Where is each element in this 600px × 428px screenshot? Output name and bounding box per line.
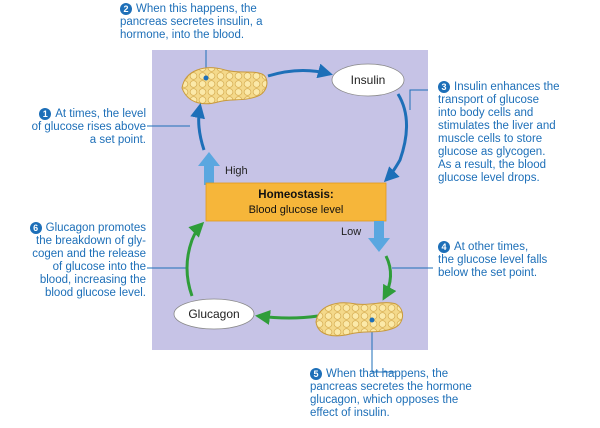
pancreas-icon: [181, 67, 268, 105]
note-3: 3 Insulin enhances the transport of gluco…: [438, 81, 600, 185]
homeostasis-title: Homeostasis:: [258, 189, 333, 201]
note-4: 4 At other times, the glucose level falls…: [438, 241, 600, 280]
note-line: hormone, into the blood.: [120, 29, 245, 41]
arrow-pancreas-to-insulin: [267, 63, 333, 79]
arrow-glucagon-to-center: [185, 221, 205, 297]
note-line: Insulin enhances the: [454, 81, 560, 93]
note-line: of glucose into the: [52, 261, 146, 273]
note-line: As a result, the blood: [438, 159, 547, 171]
low-arrow: [368, 221, 390, 252]
note-2: 2 When this happens, the pancreas secrete…: [120, 3, 300, 42]
note-line: pancreas secretes the hormone: [310, 381, 472, 393]
step-badge: 5: [310, 368, 322, 380]
note-line: glucose level drops.: [438, 172, 540, 184]
step-badge: 1: [39, 108, 52, 120]
homeostasis-box: [205, 182, 387, 222]
glucagon-label: Glucagon: [188, 307, 239, 321]
step-badge: 3: [438, 81, 450, 93]
note-line: cogen and the release: [32, 248, 146, 260]
insulin-oval: Insulin: [331, 63, 405, 97]
note-line: into body cells and: [438, 107, 534, 119]
note-line: glucagon, which opposes the: [310, 394, 459, 406]
note-line: pancreas secretes insulin, a: [120, 16, 263, 28]
note-line: transport of glucose: [438, 94, 540, 106]
note-line: stimulates the liver and: [438, 120, 556, 132]
note-line: blood, increasing the: [39, 274, 146, 286]
note-line: the glucose level falls: [438, 254, 548, 266]
arrow-pancreas-to-glucagon: [255, 310, 319, 325]
note-line: a set point.: [89, 134, 146, 146]
arrow-low-to-pancreas: [382, 255, 397, 301]
step-badge: 4: [438, 241, 450, 253]
note-5: 5 When that happens, the pancreas secrete…: [310, 368, 490, 420]
pancreas-icon: [315, 302, 403, 337]
insulin-label: Insulin: [351, 73, 386, 87]
note-line: below the set point.: [438, 267, 538, 279]
note-line: At other times,: [454, 241, 529, 253]
note-line: blood glucose level.: [44, 287, 146, 299]
high-label: High: [225, 165, 248, 177]
step-badge: 2: [120, 3, 132, 15]
arrow-high-to-pancreas: [190, 103, 206, 151]
note-line: the breakdown of gly-: [36, 235, 146, 247]
arrow-insulin-to-center: [383, 93, 409, 183]
step-badge: 6: [29, 222, 42, 234]
leader-lines: [147, 50, 433, 373]
high-arrow: [198, 152, 220, 185]
note-line: Glucagon promotes: [45, 222, 146, 234]
note-line: of glucose rises above: [31, 121, 146, 133]
note-line: When this happens, the: [136, 3, 257, 15]
note-line: When that happens, the: [326, 368, 449, 380]
note-line: muscle cells to store: [438, 133, 543, 145]
note-line: At times, the level: [55, 108, 146, 120]
glucagon-oval: Glucagon: [173, 298, 255, 330]
homeostasis-subtitle: Blood glucose level: [249, 204, 344, 216]
note-line: effect of insulin.: [310, 407, 390, 419]
note-line: glucose as glycogen.: [438, 146, 546, 158]
low-label: Low: [341, 226, 361, 238]
